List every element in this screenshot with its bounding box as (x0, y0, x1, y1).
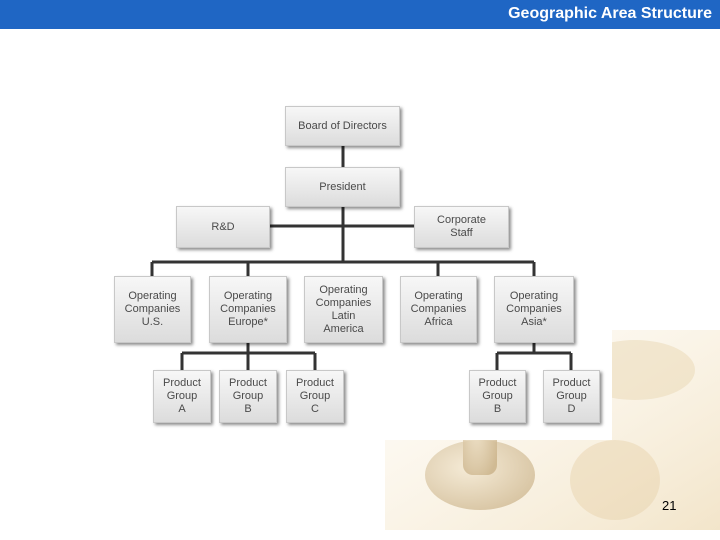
box-europe-product-group-b: Product Group B (219, 370, 277, 423)
box-region-europe: Operating Companies Europe* (209, 276, 287, 343)
box-president: President (285, 167, 400, 207)
title-bar: Geographic Area Structure (0, 0, 720, 29)
box-asia-product-group-b: Product Group B (469, 370, 526, 423)
box-board-of-directors: Board of Directors (285, 106, 400, 146)
box-europe-product-group-c: Product Group C (286, 370, 344, 423)
box-region-latin-america: Operating Companies Latin America (304, 276, 383, 343)
box-region-asia: Operating Companies Asia* (494, 276, 574, 343)
box-asia-product-group-d: Product Group D (543, 370, 600, 423)
page-number: 21 (662, 498, 677, 513)
box-rnd: R&D (176, 206, 270, 248)
slide-title: Geographic Area Structure (508, 5, 712, 22)
box-europe-product-group-a: Product Group A (153, 370, 211, 423)
box-region-africa: Operating Companies Africa (400, 276, 477, 343)
box-corporate-staff: Corporate Staff (414, 206, 509, 248)
box-region-us: Operating Companies U.S. (114, 276, 191, 343)
